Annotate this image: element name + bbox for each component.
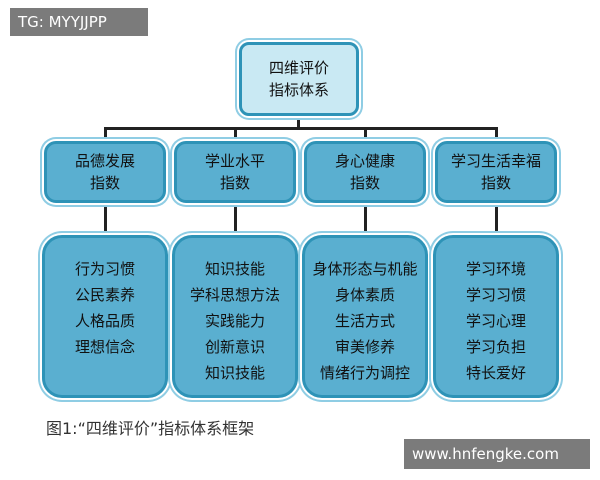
category-node-2: 学业水平 指数 bbox=[174, 141, 296, 203]
category-node-1: 品德发展 指数 bbox=[44, 141, 166, 203]
list-item: 学科思想方法 bbox=[189, 286, 280, 304]
detail-list-2: 知识技能 学科思想方法 实践能力 创新意识 知识技能 bbox=[172, 235, 298, 398]
list-item: 理想信念 bbox=[74, 338, 135, 356]
connector-root-down bbox=[297, 116, 300, 128]
list-item: 身体素质 bbox=[334, 286, 395, 304]
category-node-3: 身心健康 指数 bbox=[304, 141, 426, 203]
root-node: 四维评价 指标体系 bbox=[239, 42, 359, 116]
list-item: 生活方式 bbox=[334, 312, 395, 330]
list-item: 人格品质 bbox=[74, 312, 135, 330]
detail-list-4: 学习环境 学习习惯 学习心理 学习负担 特长爱好 bbox=[433, 235, 559, 398]
category-title: 身心健康 bbox=[334, 152, 395, 170]
connector-cat-2 bbox=[234, 127, 237, 141]
connector-detail-4 bbox=[495, 203, 498, 235]
list-item: 特长爱好 bbox=[465, 364, 526, 382]
list-item: 审美修养 bbox=[334, 338, 395, 356]
list-item: 学习心理 bbox=[465, 312, 526, 330]
list-item: 情绪行为调控 bbox=[319, 364, 410, 382]
connector-cat-1 bbox=[104, 127, 107, 141]
list-item: 学习负担 bbox=[465, 338, 526, 356]
figure-caption: 图1:“四维评价”指标体系框架 bbox=[46, 419, 255, 438]
watermark-bottom: www.hnfengke.com bbox=[404, 439, 590, 469]
watermark-top: TG: MYYJJPP bbox=[10, 8, 148, 36]
category-subtitle: 指数 bbox=[219, 174, 250, 192]
category-node-4: 学习生活幸福 指数 bbox=[435, 141, 557, 203]
list-item: 知识技能 bbox=[204, 364, 265, 382]
list-item: 创新意识 bbox=[204, 338, 265, 356]
category-title: 品德发展 bbox=[74, 152, 135, 170]
detail-list-1: 行为习惯 公民素养 人格品质 理想信念 bbox=[42, 235, 168, 398]
list-item: 公民素养 bbox=[74, 286, 135, 304]
root-title-line1: 四维评价 bbox=[268, 59, 329, 77]
category-subtitle: 指数 bbox=[89, 174, 120, 192]
list-item: 实践能力 bbox=[204, 312, 265, 330]
root-title-line2: 指标体系 bbox=[268, 81, 329, 99]
category-title: 学习生活幸福 bbox=[450, 152, 541, 170]
connector-cat-3 bbox=[364, 127, 367, 141]
connector-cat-4 bbox=[495, 127, 498, 141]
detail-list-3: 身体形态与机能 身体素质 生活方式 审美修养 情绪行为调控 bbox=[302, 235, 428, 398]
category-title: 学业水平 bbox=[204, 152, 265, 170]
list-item: 身体形态与机能 bbox=[312, 260, 418, 278]
category-subtitle: 指数 bbox=[349, 174, 380, 192]
category-subtitle: 指数 bbox=[480, 174, 511, 192]
connector-horizontal bbox=[104, 127, 498, 130]
list-item: 学习习惯 bbox=[465, 286, 526, 304]
connector-detail-1 bbox=[104, 203, 107, 235]
list-item: 学习环境 bbox=[465, 260, 526, 278]
list-item: 行为习惯 bbox=[74, 260, 135, 278]
list-item: 知识技能 bbox=[204, 260, 265, 278]
connector-detail-3 bbox=[364, 203, 367, 235]
connector-detail-2 bbox=[234, 203, 237, 235]
